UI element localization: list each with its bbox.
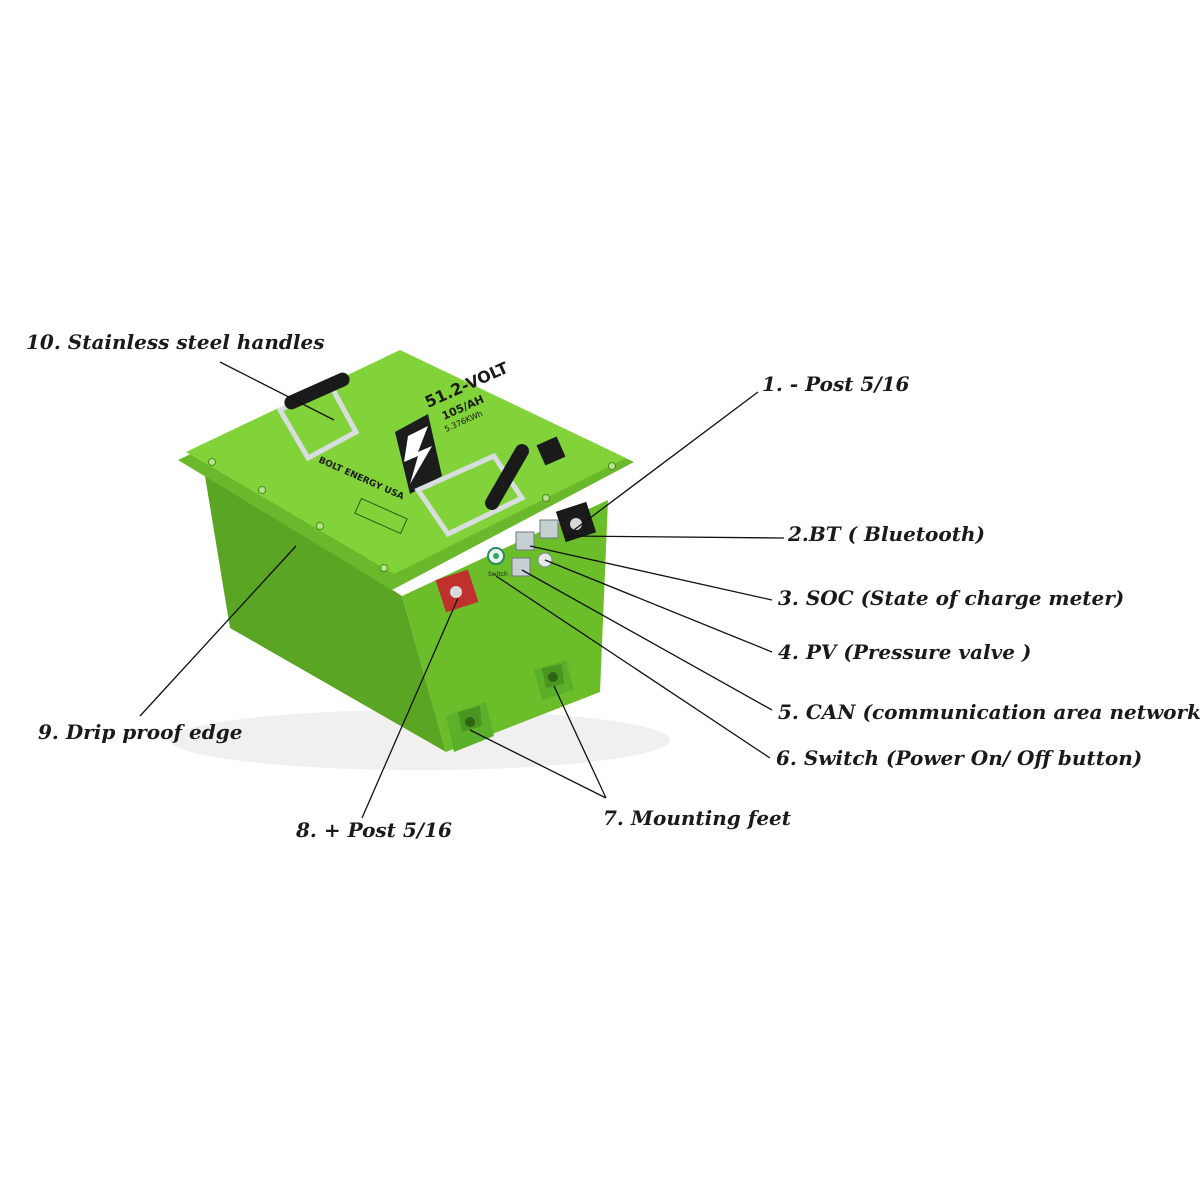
leader-drip [139, 545, 297, 717]
leader-handles [219, 361, 335, 421]
leader-switch [495, 575, 771, 759]
callout-can: 5. CAN (communication area network) [778, 700, 1200, 724]
callout-handles: 10. Stainless steel handles [26, 330, 325, 354]
positive-post [435, 569, 479, 613]
leader-feet-b [553, 685, 607, 799]
handle-right [414, 444, 529, 538]
callout-mounting-feet: 7. Mounting feet [603, 806, 792, 830]
callout-drip-edge: 9. Drip proof edge [38, 720, 243, 744]
callout-negative-post: 1. - Post 5/16 [762, 372, 910, 396]
callout-pressure-valve: 4. PV (Pressure valve ) [778, 640, 1032, 664]
leader-bt [565, 535, 785, 539]
handle-left [276, 372, 360, 462]
bluetooth-module [539, 519, 559, 539]
callout-bluetooth: 2.BT ( Bluetooth) [788, 522, 985, 546]
soc-meter [515, 531, 535, 551]
leader-feet-a [469, 729, 607, 799]
leader-neg-post [573, 391, 759, 531]
qr-code-icon [536, 436, 566, 466]
callout-soc: 3. SOC (State of charge meter) [778, 586, 1125, 610]
mounting-foot-left [446, 702, 494, 752]
battery-side-left [204, 470, 446, 752]
switch-button: Switch [487, 547, 508, 578]
serial-box [354, 497, 408, 535]
callout-positive-post: 8. + Post 5/16 [296, 818, 452, 842]
callout-switch: 6. Switch (Power On/ Off button) [776, 746, 1143, 770]
lid-screws [208, 458, 616, 572]
mounting-foot-right [534, 660, 574, 700]
ground-shadow [170, 710, 670, 770]
switch-label: Switch [488, 571, 508, 578]
leader-pv [544, 559, 773, 653]
leader-lines [139, 361, 785, 819]
leader-can [521, 569, 773, 711]
lightning-bolt-icon [404, 426, 432, 484]
leader-soc [529, 545, 773, 601]
leader-pos-post [361, 597, 459, 819]
